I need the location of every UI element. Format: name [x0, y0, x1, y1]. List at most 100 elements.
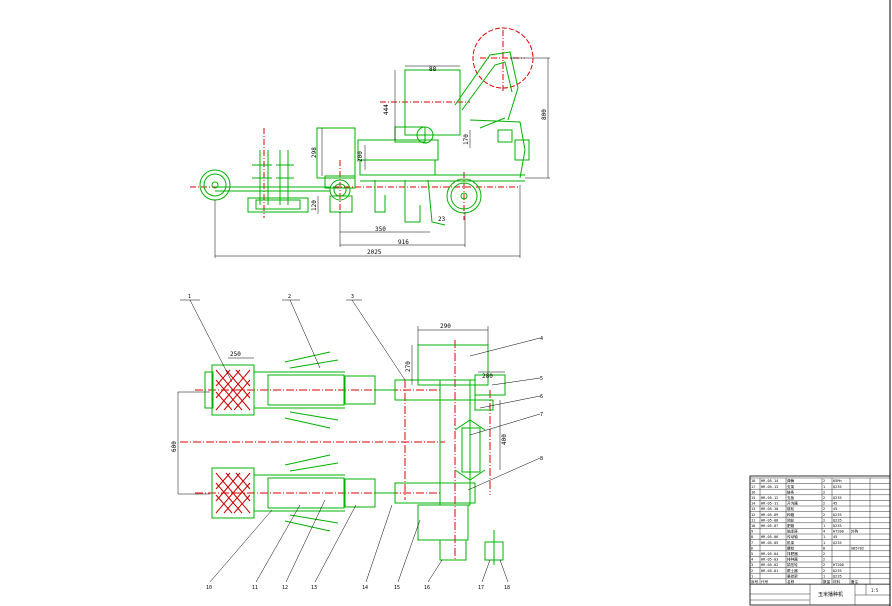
dim-120: 120: [311, 200, 318, 211]
bom-cell: 支板: [787, 495, 795, 500]
dim-916: 916: [398, 239, 409, 246]
plan-view: 250 290 280 270 600 400: [171, 294, 543, 591]
dim-angle: 23: [438, 216, 446, 223]
callout-6: 6: [540, 394, 543, 400]
bom-cell: 65Mn: [833, 479, 842, 483]
bom-cell: Q235: [833, 485, 842, 489]
bom-cell: Q235: [833, 518, 842, 522]
bom-cell: HR-05-05: [761, 541, 778, 545]
bom-header-cell: 数量: [823, 579, 831, 584]
bom-cell: 45: [833, 535, 837, 539]
bom-cell: 2: [751, 569, 753, 573]
bom-cell: HR-05-13: [761, 485, 778, 489]
bom-cell: 2: [823, 569, 825, 573]
bom-cell: HR-05-09: [761, 513, 778, 517]
dim-444: 444: [383, 104, 390, 115]
drawing-scale: 1:5: [871, 588, 879, 593]
bom-cell: HR-05-08: [761, 518, 778, 522]
dim-total-length: 2025: [367, 249, 382, 256]
bom-cell: 1: [823, 574, 825, 578]
bom-cell: 2: [823, 513, 825, 517]
callout-17: 17: [478, 585, 484, 591]
dim-200: 200: [357, 151, 364, 162]
bom-cell: 外购: [851, 529, 859, 534]
bom-cell: 传动轴: [787, 534, 798, 539]
bom-cell: 地轮: [787, 517, 795, 522]
dim-400: 400: [501, 434, 508, 445]
bom-cell: 45: [833, 507, 837, 511]
bom-cell: Q235: [833, 524, 842, 528]
bom-cell: HR-05-03: [761, 558, 778, 562]
bom-cell: 2: [823, 558, 825, 562]
callout-7: 7: [540, 412, 543, 418]
dim-top-width: 88: [429, 66, 437, 73]
bom-cell: 17: [751, 485, 755, 489]
callout-14: 14: [362, 585, 368, 591]
bom-cell: 弹簧: [787, 478, 795, 483]
bom-cell: 覆土器: [787, 568, 798, 573]
bom-cell: 2: [823, 507, 825, 511]
bom-cell: 1: [823, 524, 825, 528]
dim-290: 290: [440, 323, 451, 330]
callout-11: 11: [252, 585, 258, 591]
drawing-name: 玉米播种机: [818, 591, 843, 598]
bom-cell: 1: [823, 541, 825, 545]
bom-cell: 排种器: [787, 557, 798, 562]
bom-cell: HR-05-10: [761, 507, 778, 511]
callout-13: 13: [311, 585, 317, 591]
callout-4: 4: [540, 336, 543, 342]
bom-cell: 2: [823, 490, 825, 494]
bom-cell: 排肥器: [787, 551, 798, 556]
bom-cell: 种箱: [787, 512, 795, 517]
callout-16: 16: [424, 585, 430, 591]
bom-cell: HR-05-02: [761, 563, 778, 567]
bom-cell: 14: [751, 502, 755, 506]
bom-cell: 2: [823, 479, 825, 483]
bom-cell: GB5782: [851, 546, 864, 550]
bom-cell: 11: [751, 518, 755, 522]
bom-cell: Q235: [833, 513, 842, 517]
bom-cell: 6: [751, 546, 753, 550]
bom-cell: HT200: [833, 530, 844, 534]
bom-cell: 2: [823, 552, 825, 556]
bom-cell: 2: [823, 518, 825, 522]
side-view: 2025 916 350 88 23 800 444 298 200 170 1…: [190, 27, 550, 258]
callout-15: 15: [394, 585, 400, 591]
bom-cell: 4: [823, 530, 825, 534]
bom-cell: 12: [751, 513, 755, 517]
bom-cell: 镇压轮: [787, 562, 798, 567]
bom-cell: 5: [751, 552, 753, 556]
dim-298: 298: [311, 147, 318, 158]
bom-cell: 支架: [787, 484, 795, 489]
bom-header-cell: 备注: [851, 579, 859, 584]
bom-cell: 8: [823, 546, 825, 550]
dim-800: 800: [541, 109, 548, 120]
dim-280: 280: [482, 373, 493, 380]
dim-350: 350: [375, 226, 386, 233]
bom-cell: Q235: [833, 569, 842, 573]
bom-cell: 肥箱: [787, 523, 795, 528]
bom-cell: 轴承座: [787, 529, 798, 534]
bom-cell: HR-05-04: [761, 552, 778, 556]
bom-cell: Q235: [833, 496, 842, 500]
bom-cell: 7: [751, 541, 753, 545]
callout-10: 10: [206, 585, 212, 591]
bom-cell: 1: [751, 574, 753, 578]
callout-12: 12: [282, 585, 288, 591]
bom-cell: Q235: [833, 574, 842, 578]
dim-270: 270: [405, 361, 412, 372]
callout-1: 1: [188, 294, 191, 300]
bom-header-cell: 材料: [833, 579, 841, 584]
bom-cell: HR-05-06: [761, 535, 778, 539]
bom-header-cell: 名称: [787, 579, 795, 584]
bom-cell: 1: [823, 535, 825, 539]
bom-cell: HR-05-12: [761, 496, 778, 500]
bom-cell: HT200: [833, 563, 844, 567]
callout-5: 5: [540, 376, 543, 382]
bom-cell: 螺栓: [787, 545, 795, 550]
bom-header-cell: 代号: [761, 579, 769, 584]
bom-cell: 链条: [787, 489, 795, 494]
bom-cell: 开沟器: [787, 501, 798, 506]
